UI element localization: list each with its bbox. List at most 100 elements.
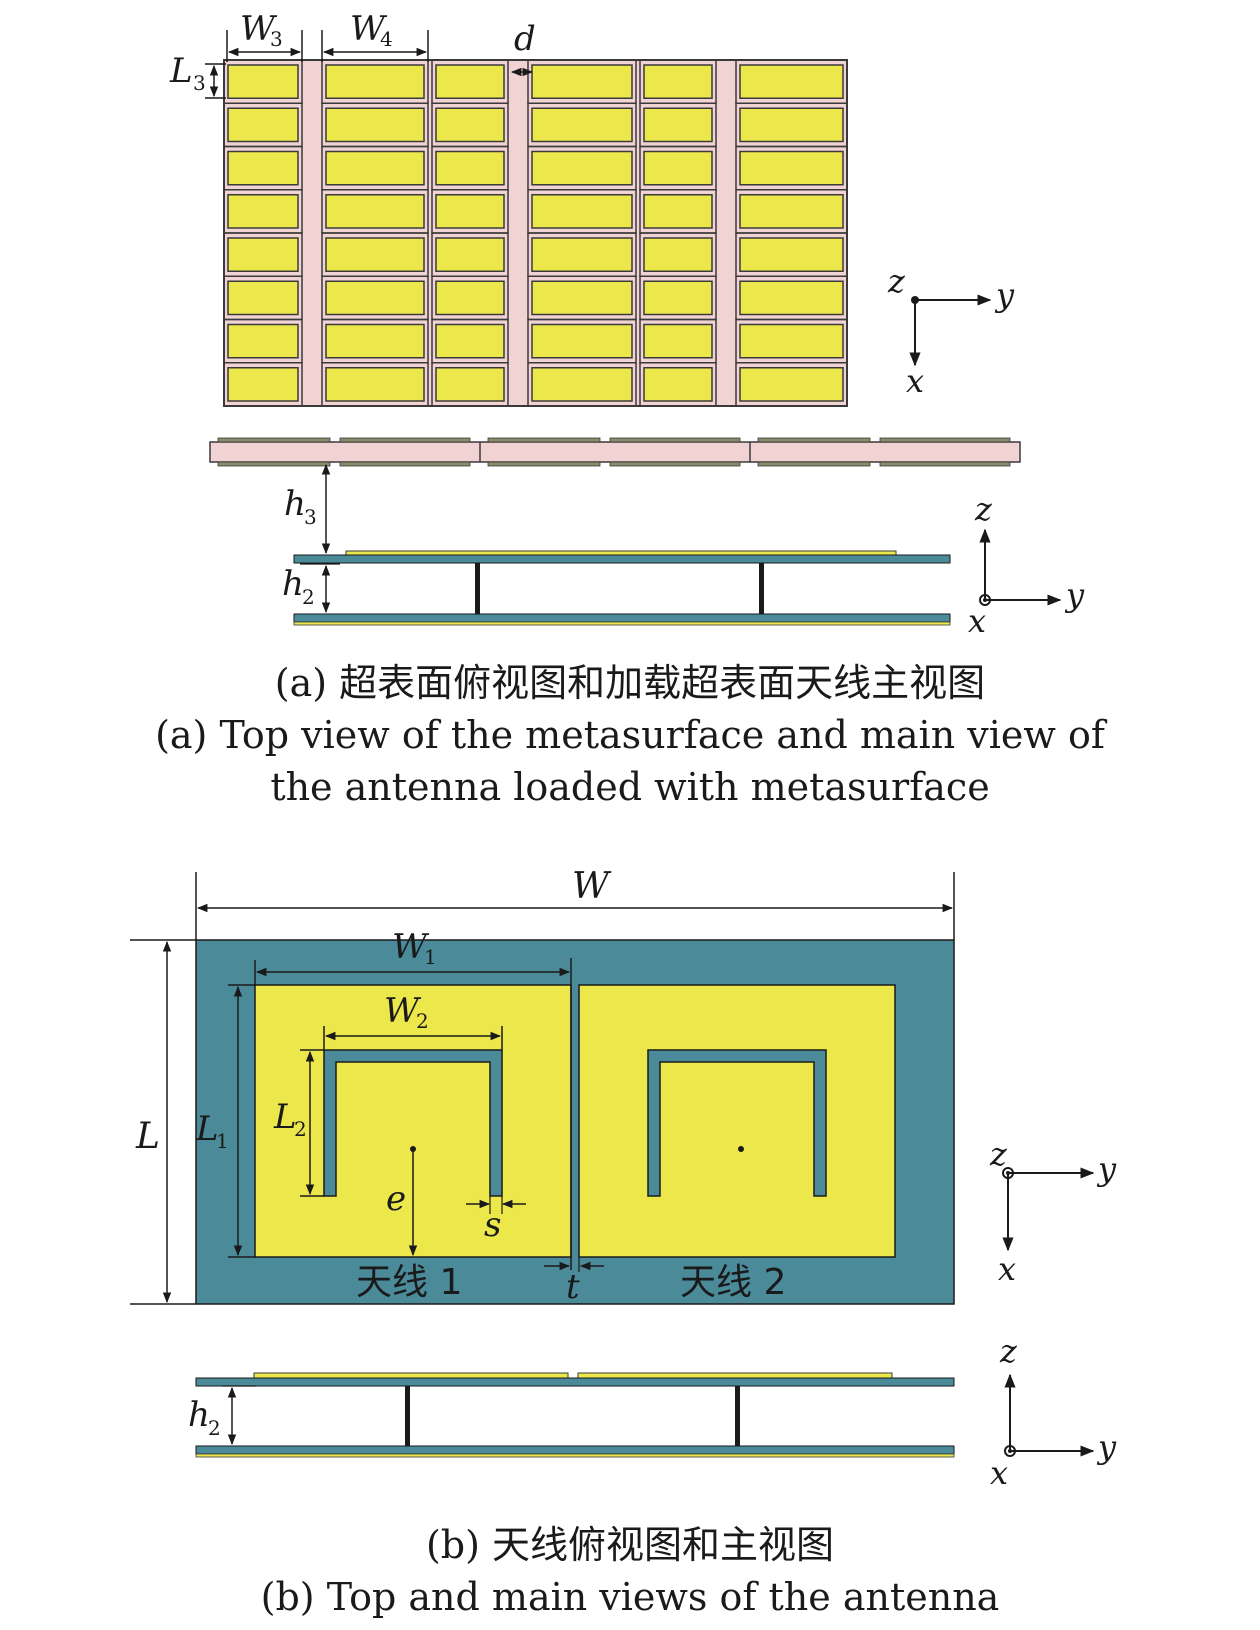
label-l1: L [195, 1109, 219, 1149]
dim-s: s [466, 1196, 526, 1245]
metasurface-patch [435, 150, 505, 186]
dim-h2-a: h 2 [282, 563, 340, 614]
label-l2: L [273, 1097, 297, 1137]
dim-d: d [510, 19, 536, 77]
metasurface-cell-border [735, 362, 848, 407]
caption-a-cn: (a) 超表面俯视图和加载超表面天线主视图 [275, 661, 985, 705]
metasurface-side-strip [757, 437, 871, 443]
feed-point-2 [738, 1146, 744, 1152]
caption-b-en: (b) Top and main views of the antenna [261, 1575, 1000, 1619]
metasurface-cell-border [431, 362, 509, 407]
metasurface-patch [643, 107, 713, 143]
label-w1: W [392, 927, 430, 967]
metasurface-patch [227, 237, 299, 272]
axis-y-label: y [994, 276, 1015, 314]
axis-x-label-a2: x [968, 602, 986, 640]
label-h2-b: h [188, 1395, 210, 1435]
metasurface-cells [223, 59, 848, 407]
metasurface-patch [435, 64, 505, 99]
axis-x-label-b2: x [990, 1454, 1008, 1492]
metasurface-patch [531, 237, 633, 272]
dim-l: L [130, 939, 196, 1305]
axis-y-label-b2: y [1096, 1428, 1117, 1466]
label-t: t [566, 1267, 580, 1307]
metasurface-patch [325, 367, 425, 402]
caption-a-en-1: (a) Top view of the metasurface and main… [155, 713, 1108, 757]
metasurface-patch [435, 280, 505, 316]
metasurface-patch [531, 150, 633, 186]
caption-a-en-2: the antenna loaded with metasurface [270, 765, 989, 809]
metasurface-patch [325, 323, 425, 359]
u-slot-antenna-2 [647, 1049, 827, 1197]
metasurface-patch [531, 280, 633, 316]
metasurface-patch [739, 367, 844, 402]
metasurface-patch [739, 323, 844, 359]
antenna-side-view-a [293, 550, 951, 626]
dim-w4: W 4 [321, 9, 429, 62]
metasurface-side-strip [217, 437, 331, 443]
label-l: L [135, 1116, 160, 1157]
label-w4-sub: 4 [380, 27, 393, 51]
metasurface-patch [643, 150, 713, 186]
dim-w3: W 3 [226, 9, 303, 62]
axis-y-label-b: y [1096, 1150, 1117, 1188]
metasurface-patch [531, 194, 633, 229]
metasurface-side-strip [217, 461, 331, 467]
metasurface-top-view [223, 59, 848, 407]
metasurface-patch [325, 150, 425, 186]
label-l2-sub: 2 [294, 1117, 307, 1141]
metasurface-patch [643, 367, 713, 402]
metasurface-side-strip [609, 437, 741, 443]
metasurface-patch [227, 150, 299, 186]
axis-y-label-a2: y [1064, 576, 1085, 614]
label-w: W [572, 866, 612, 907]
metasurface-side-strip [339, 437, 471, 443]
metasurface-patch [435, 107, 505, 143]
metasurface-side-strip [879, 437, 1011, 443]
metasurface-patch [435, 237, 505, 272]
u-slot-antenna-1 [323, 1049, 503, 1197]
metasurface-patch [739, 64, 844, 99]
metasurface-side-view [209, 437, 1021, 467]
axis-x-label: x [906, 362, 924, 400]
metasurface-patch [739, 280, 844, 316]
label-w3: W [240, 9, 278, 49]
dim-e: e [386, 1151, 418, 1257]
axis-z-label: z [887, 262, 906, 300]
metasurface-side-strips [217, 437, 1011, 467]
metasurface-side-strip [879, 461, 1011, 467]
axes-side-b: z y x [990, 1332, 1117, 1492]
label-h2-a: h [282, 564, 304, 604]
dim-w: W [195, 866, 955, 940]
metasurface-patch [643, 323, 713, 359]
label-antenna-2: 天线 2 [680, 1262, 786, 1303]
label-h3-sub: 3 [304, 505, 317, 529]
label-h3: h [284, 484, 306, 524]
label-l1-sub: 1 [216, 1129, 229, 1153]
axis-z-label-b2: z [999, 1332, 1018, 1370]
metasurface-patch [325, 280, 425, 316]
axes-top-b: z y x [989, 1135, 1117, 1288]
metasurface-patch [325, 64, 425, 99]
label-d: d [514, 19, 536, 59]
caption-b-cn: (b) 天线俯视图和主视图 [426, 1523, 834, 1567]
dim-w1: W 1 [254, 927, 572, 1270]
metasurface-patch [227, 367, 299, 402]
metasurface-side-strip [609, 461, 741, 467]
axes-top-a: z y x [887, 262, 1015, 400]
patch-antenna-2 [578, 984, 896, 1258]
dim-l2: L 2 [273, 1049, 324, 1197]
label-w4: W [350, 9, 388, 49]
label-h2-b-sub: 2 [208, 1416, 221, 1440]
axis-z-label-b: z [989, 1135, 1008, 1173]
metasurface-patch [739, 150, 844, 186]
metasurface-patch [531, 107, 633, 143]
metasurface-patch [435, 367, 505, 402]
metasurface-patch [739, 107, 844, 143]
metasurface-cell-border [639, 362, 717, 407]
label-s: s [484, 1205, 501, 1245]
metasurface-side-strip [487, 461, 601, 467]
metasurface-patch [325, 194, 425, 229]
metasurface-cell-border [321, 362, 429, 407]
label-antenna-1: 天线 1 [356, 1262, 462, 1303]
